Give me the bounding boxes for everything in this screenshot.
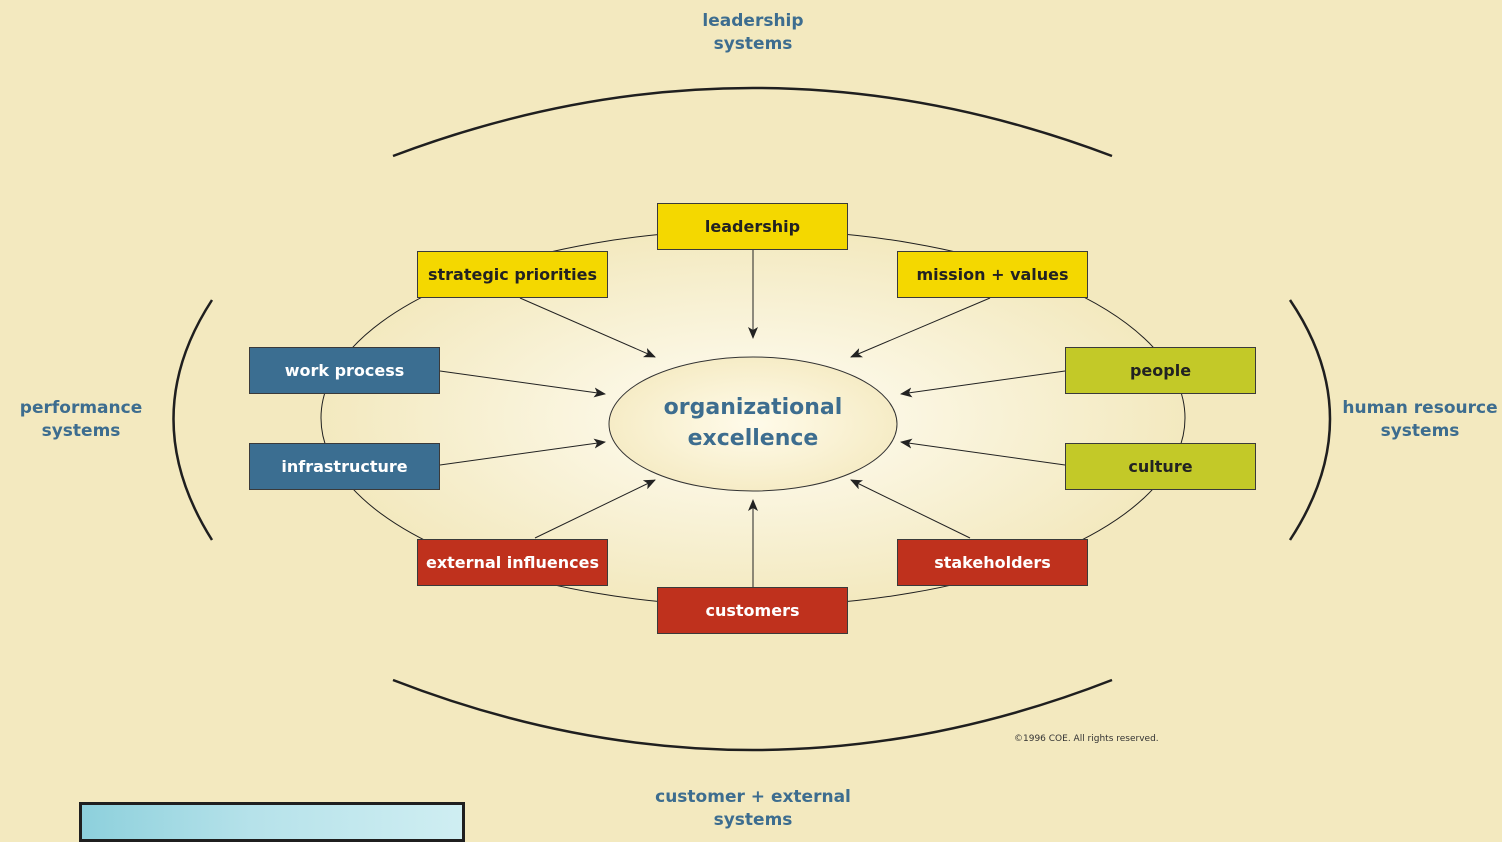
human-resource-systems-arc [1288,299,1332,541]
arrow-strategic-priorities [519,297,656,358]
arrow-mission-values [850,297,991,358]
performance-systems-label: performance systems [0,397,162,443]
node-strategic-priorities: strategic priorities [417,251,608,298]
node-customers: customers [657,587,848,634]
arrow-culture [900,438,1066,466]
label-line: customer + external [655,787,851,807]
arrow-external-influences [534,479,656,539]
label-line: systems [1380,421,1460,441]
node-people: people [1065,347,1256,394]
arrow-people [900,370,1066,398]
node-stakeholders: stakeholders [897,539,1088,586]
customer-external-systems-label: customer + external systems [633,786,873,832]
label-line: leadership [702,11,804,31]
customer-systems-arc [392,678,1113,752]
node-culture: culture [1065,443,1256,490]
arrow-work-process [439,370,606,398]
label-line: performance [19,398,143,418]
performance-systems-arc [172,299,214,541]
node-work-process: work process [249,347,440,394]
label-line: systems [713,810,793,830]
photo-image [79,802,465,842]
center-hub [608,356,898,492]
human-resource-systems-label: human resource systems [1340,397,1500,443]
node-mission-values: mission + values [897,251,1088,298]
arrow-infrastructure [439,438,606,466]
copyright-notice: ©1996 COE. All rights reserved. [1014,734,1159,744]
arrows [439,250,1066,588]
leadership-systems-arc [392,86,1113,158]
leadership-systems-label: leadership systems [653,10,853,56]
arrow-stakeholders [850,479,971,539]
label-line: systems [713,34,793,54]
organizational-excellence-label: organizational excellence [630,392,876,454]
node-leadership: leadership [657,203,848,250]
label-line: systems [41,421,121,441]
node-infrastructure: infrastructure [249,443,440,490]
center-line: excellence [687,426,819,451]
center-line: organizational [663,395,843,420]
label-line: human resource [1342,398,1498,418]
node-external-influences: external influences [417,539,608,586]
